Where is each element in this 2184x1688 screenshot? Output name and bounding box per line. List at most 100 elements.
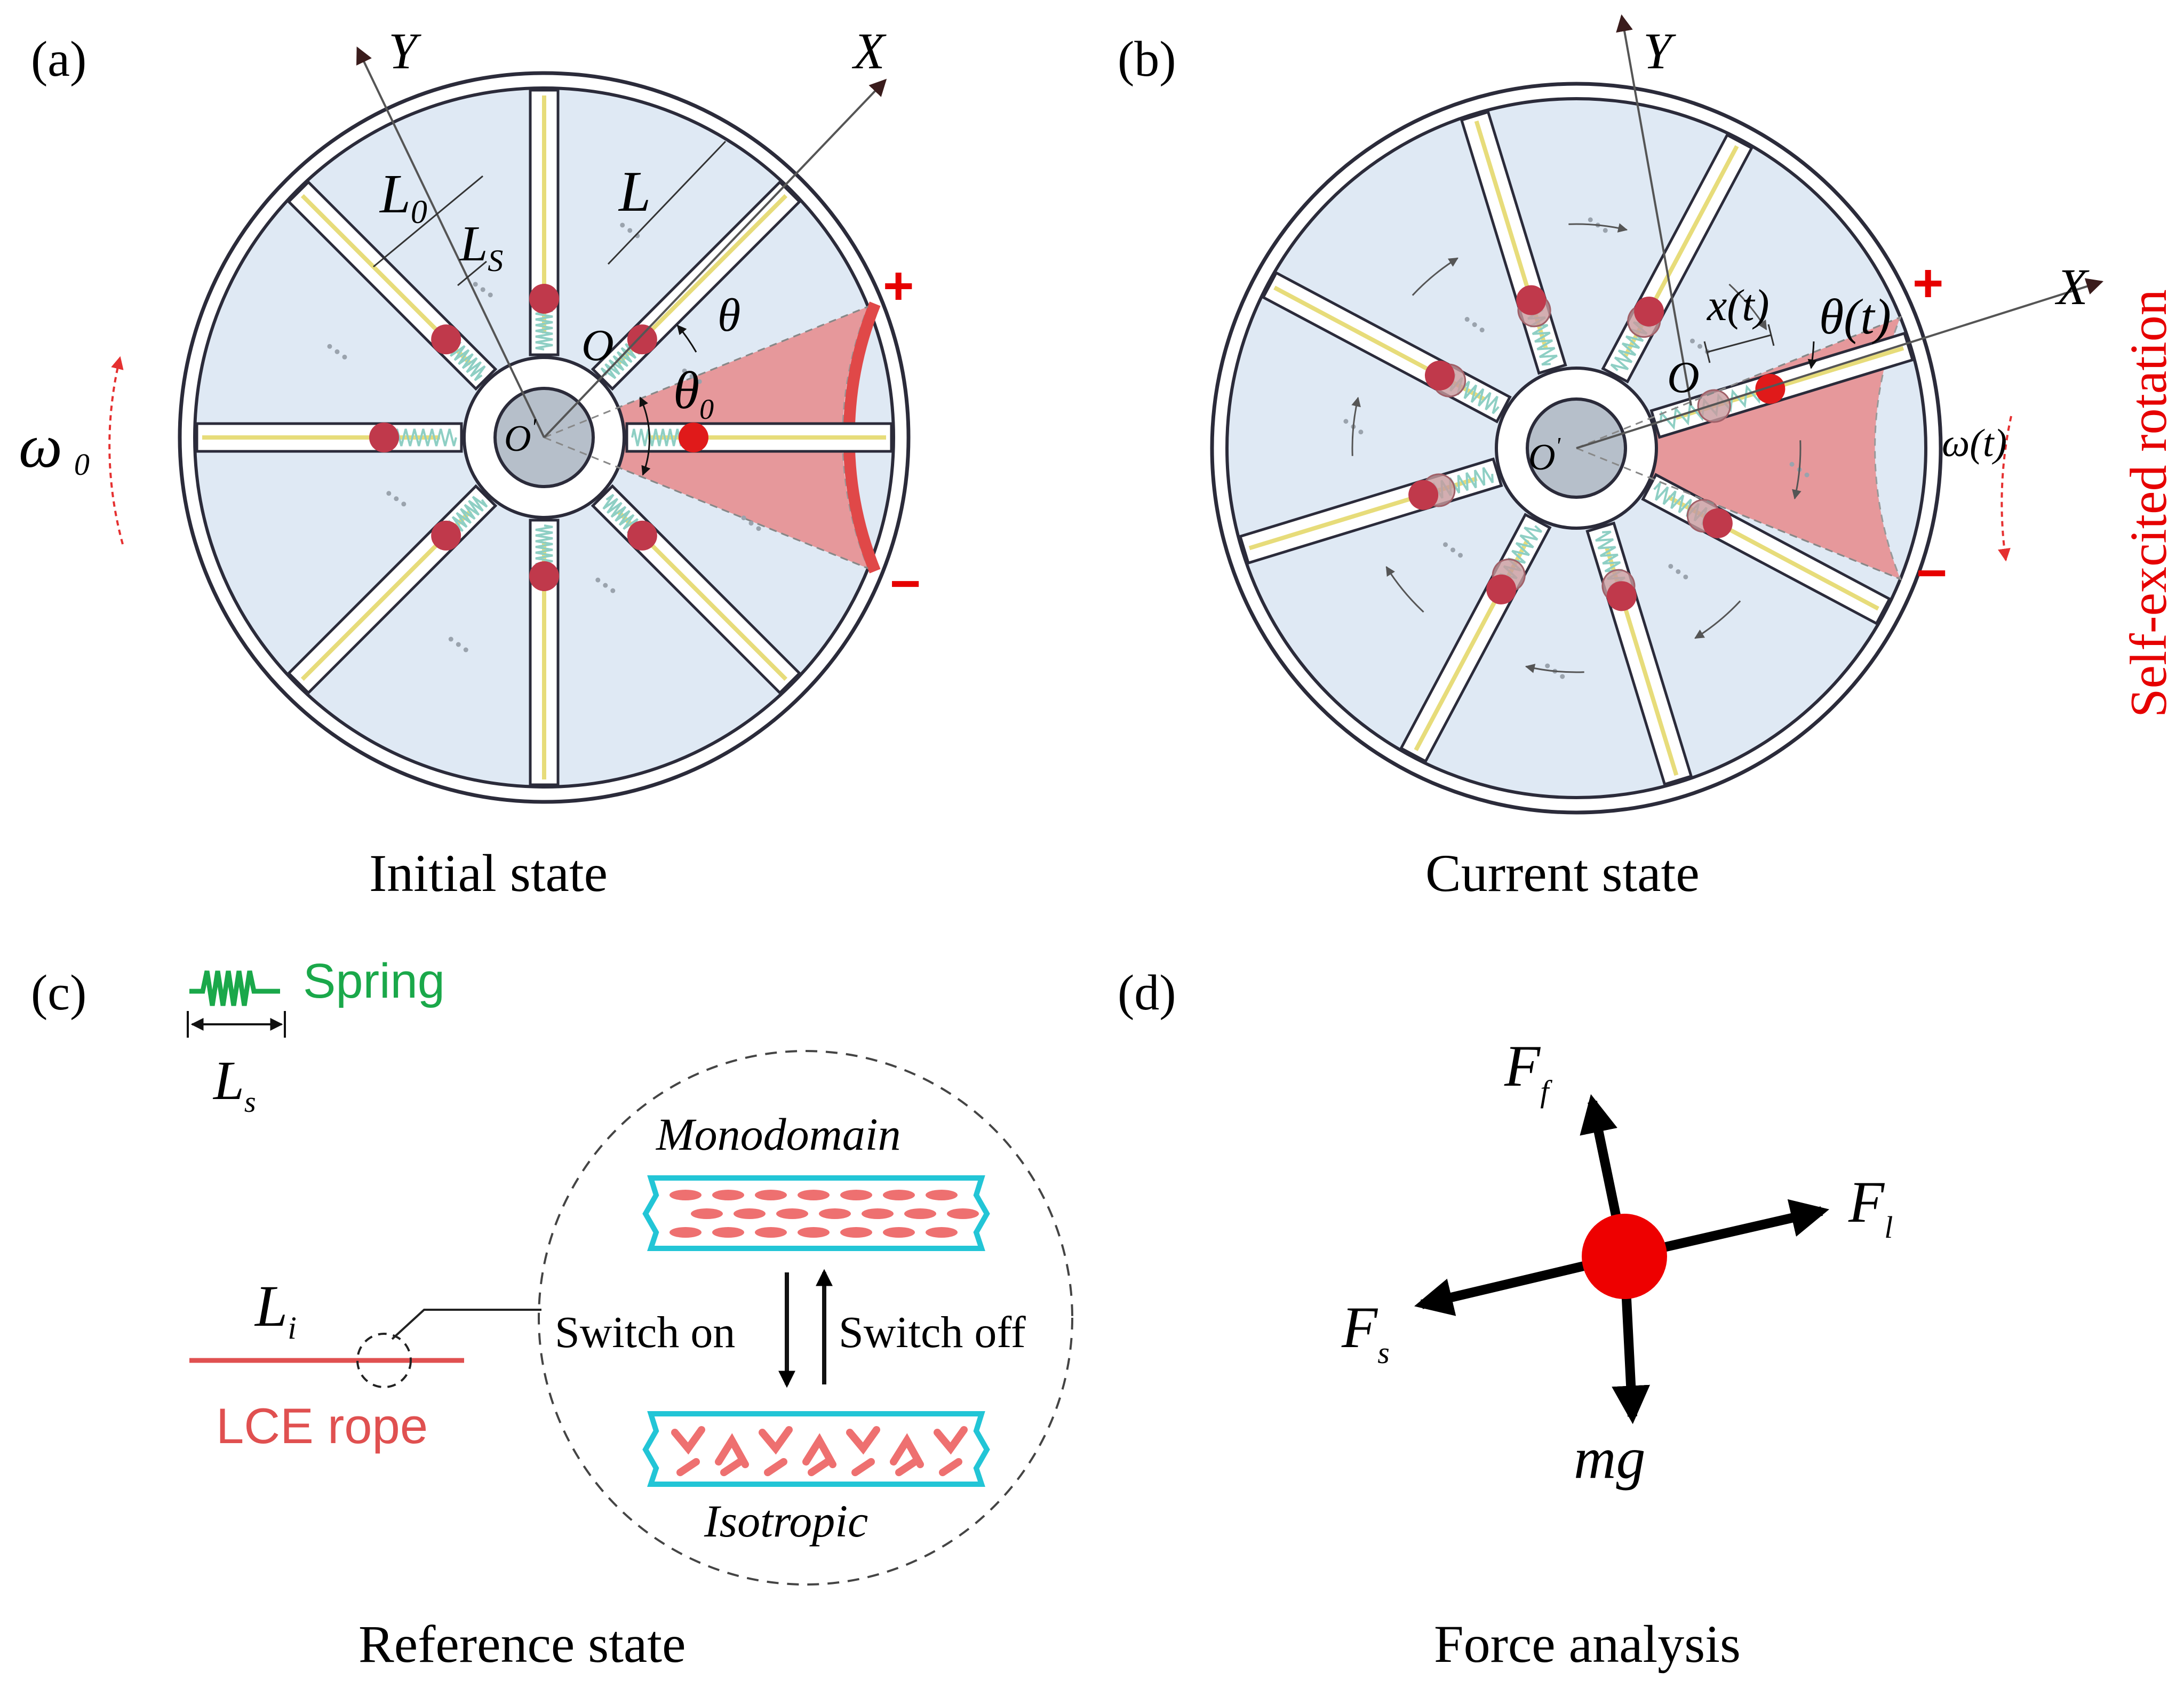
theta0-arc [639,396,651,476]
monodomain-label: Monodomain [655,1109,901,1160]
spoke [1649,331,1915,439]
ball [369,423,399,452]
ellipsis-dot [610,588,616,593]
spoke [529,519,560,786]
ball [679,423,708,452]
spoke [1238,457,1503,565]
axis-y-label-a: Y [388,22,421,79]
zoom-leader-line [391,1309,541,1340]
ellipsis-dot [741,515,746,521]
label-Ls-a: LS [459,216,503,278]
panel-b-tag: (b) [1118,31,1176,87]
mesogen-aligned [926,1227,958,1238]
mesogen-random [720,1458,744,1476]
ellipsis-dot [463,647,468,652]
ellipsis-dot [682,368,687,373]
label-thetat: θ(t) [1819,289,1891,345]
caption-a: Initial state [369,843,608,903]
label-mg: mg [1574,1426,1645,1491]
ellipsis-dot [488,292,493,298]
mass-ball [1582,1214,1667,1299]
mesogen-random [846,1426,880,1455]
rotation-arrow [1568,223,1628,233]
thetat-arc [1807,341,1818,369]
mesogen-aligned [819,1208,851,1219]
ball [1634,296,1664,327]
minus-sign-a: − [890,554,921,614]
sector-edge [544,306,868,439]
label-theta0: θ0 [673,361,714,425]
xt-dimension-line [1707,334,1772,353]
mesogen-aligned [712,1190,744,1200]
rotation-arrow [1792,440,1802,500]
plus-sign-a: + [883,256,914,316]
ellipsis-dot [1603,228,1608,233]
ellipsis-dot [1588,217,1593,222]
panel-c-reference-state: (c) Spring Ls Li LCE rope Monodomain Iso… [31,954,1073,1674]
ball [1486,574,1517,604]
ellipsis-dot [1697,344,1702,349]
panel-d-tag: (d) [1118,965,1176,1021]
ellipsis-dot [1450,547,1456,553]
zoom-detail-circle [538,1050,1073,1586]
spoke [591,180,802,391]
ball [1516,285,1547,315]
mesogen-aligned [947,1208,979,1219]
label-Ls-c: Ls [212,1050,256,1119]
ellipsis-dot [1464,317,1470,322]
mesogen-aligned [712,1227,744,1238]
ellipsis-dot [1668,563,1673,569]
mesogen-aligned [755,1227,787,1238]
switch-on-label: Switch on [555,1308,735,1357]
mesogen-random [715,1433,749,1468]
mesogen-random [802,1433,836,1468]
caption-d: Force analysis [1434,1614,1741,1674]
axis-x-line-b [1576,278,2104,449]
label-L: L [618,160,651,224]
mesogen-aligned [734,1208,766,1219]
spoke [1460,110,1567,375]
dimension-lines-a [373,140,727,286]
sector-edge [544,436,868,569]
mesogen-aligned [776,1208,808,1219]
ellipsis-dot [456,642,461,647]
monodomain-strip [642,1175,990,1251]
mesogen-random [759,1426,793,1455]
spring-in-tube [535,524,553,567]
mesogen-aligned [840,1227,872,1238]
label-Ff: Ff [1504,1033,1552,1109]
mesogen-aligned [862,1208,894,1219]
axis-y-label-b: Y [1643,22,1676,79]
omegat-arc [1998,416,2012,562]
rotation-arrow [1694,600,1741,639]
label-O-a: O [581,321,614,370]
ball [627,520,657,551]
spring-in-tube [394,428,457,447]
isotropic-label: Isotropic [704,1495,868,1547]
ball [1408,480,1439,510]
ellipsis-dot [748,521,754,526]
label-theta: θ [718,290,740,341]
spring-legend-icon [189,970,280,1006]
ellipsis-dot [473,282,478,287]
mesogen-random [851,1458,875,1476]
lce-rope-in-tube [616,509,788,681]
side-label-self-excited-rotation: Self-excited rotation [2120,289,2178,718]
spring-legend-label: Spring [303,954,445,1008]
isotropic-strip [642,1411,990,1487]
ellipsis-dot [756,526,761,531]
ellipsis-dot [1479,328,1485,333]
lce-rope-label: LCE rope [216,1398,428,1454]
ellipsis-dot [1545,663,1550,668]
ellipsis-dot [1676,569,1681,574]
mesogen-aligned [691,1208,723,1219]
label-O-prime-a: O' [504,414,537,459]
label-Fl: Fl [1848,1169,1893,1245]
mesogen-random [890,1433,924,1468]
axis-x-label-b: X [2054,258,2090,315]
spoke [591,484,802,695]
mesogen-random [764,1458,787,1476]
mesogen-random [808,1458,831,1476]
